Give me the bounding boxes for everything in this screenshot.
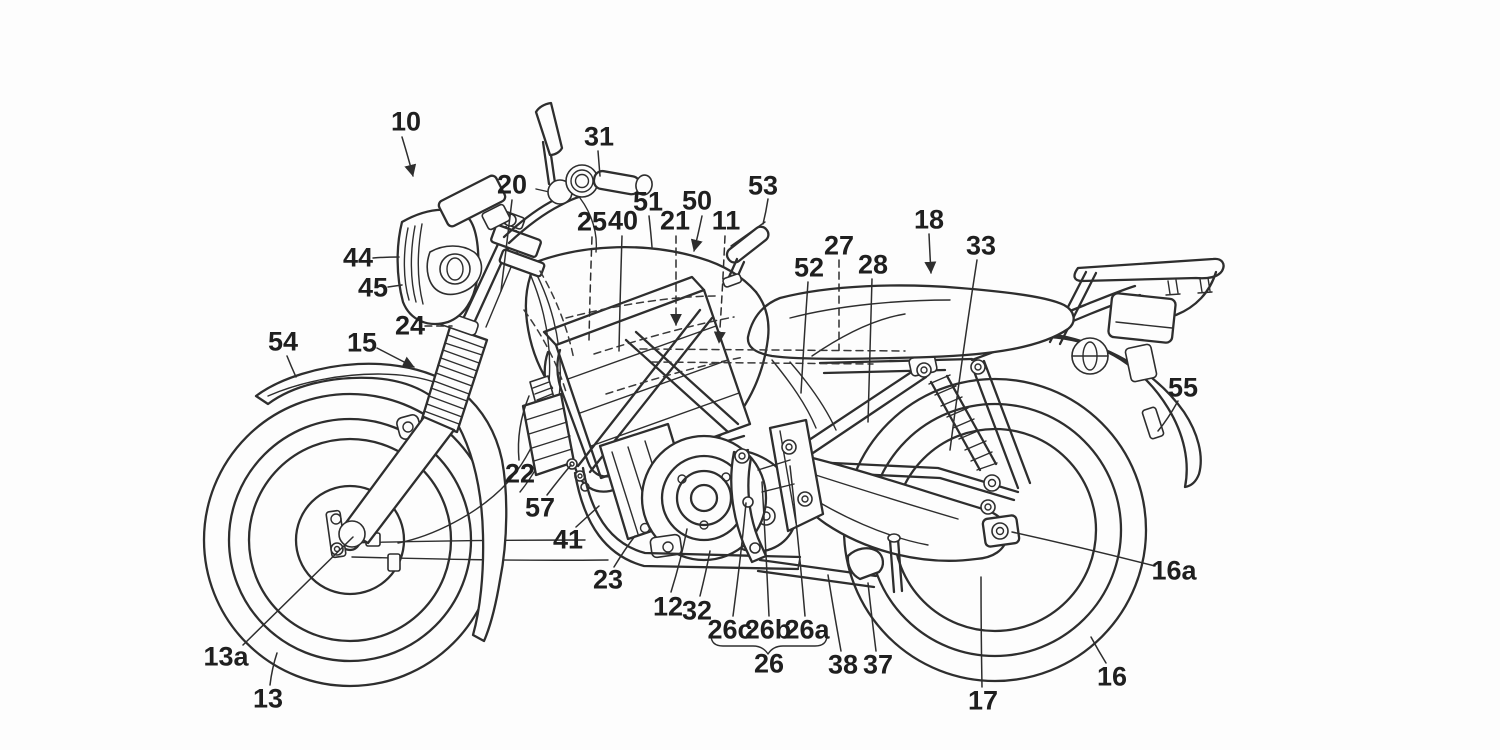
leader-line-41 xyxy=(575,505,600,528)
leader-line-26c xyxy=(732,502,747,617)
rear-shock xyxy=(908,353,1032,492)
seat xyxy=(746,284,1075,360)
side-stand xyxy=(730,448,904,594)
leader-line-10 xyxy=(401,136,417,177)
leader-line-23 xyxy=(613,535,636,568)
leader-line-32 xyxy=(699,550,711,597)
leader-line-40 xyxy=(618,235,623,352)
electric-motor xyxy=(598,422,799,562)
leader-line-12 xyxy=(670,528,688,593)
leader-line-18 xyxy=(924,233,937,274)
label-26-group-brace xyxy=(710,634,828,655)
front-fork xyxy=(338,210,562,548)
handlebar xyxy=(502,101,653,253)
leader-line-54 xyxy=(286,355,297,378)
speedometer xyxy=(437,174,507,228)
turn-signal xyxy=(722,221,770,288)
stand-foot xyxy=(846,547,885,581)
leader-line-55 xyxy=(1157,400,1179,432)
frame-lower-rail xyxy=(573,418,825,571)
leader-line-38 xyxy=(827,574,842,652)
leader-line-44 xyxy=(372,256,400,259)
leader-line-33 xyxy=(949,259,978,451)
leader-line-37 xyxy=(867,582,877,652)
leader-line-51 xyxy=(648,215,653,248)
rear-carrier-rack xyxy=(966,257,1225,383)
fork-slider xyxy=(340,415,456,545)
leader-line-57 xyxy=(546,464,572,496)
leader-line-20 xyxy=(500,199,513,292)
battery-box xyxy=(529,275,752,493)
leader-line-50 xyxy=(690,215,703,252)
leader-line-16a xyxy=(1011,531,1156,567)
leader-line-28 xyxy=(867,278,873,423)
leader-line-17 xyxy=(980,576,983,688)
hidden-lines xyxy=(523,270,906,395)
leader-line-26a xyxy=(789,465,806,617)
footpeg xyxy=(649,533,683,559)
leader-line-16 xyxy=(1090,636,1107,664)
leader-lines xyxy=(242,136,1179,688)
leader-line-22 xyxy=(517,395,530,461)
leader-line-13 xyxy=(269,652,278,686)
tail-light xyxy=(1107,292,1177,344)
rear-axle xyxy=(991,522,1009,540)
leader-line-52 xyxy=(800,281,809,394)
battery-guard-tube xyxy=(543,350,750,493)
headlight xyxy=(396,174,511,326)
leader-line-25 xyxy=(588,236,593,341)
leader-line-31 xyxy=(597,150,601,177)
leader-line-45 xyxy=(387,284,403,288)
control-unit xyxy=(521,392,590,492)
leader-line-11 xyxy=(713,235,726,344)
leader-line-13a xyxy=(242,536,354,646)
mirror xyxy=(534,101,564,157)
leader-line-15 xyxy=(376,347,415,368)
leader-line-26b xyxy=(761,481,770,617)
leader-line-53 xyxy=(762,198,769,225)
